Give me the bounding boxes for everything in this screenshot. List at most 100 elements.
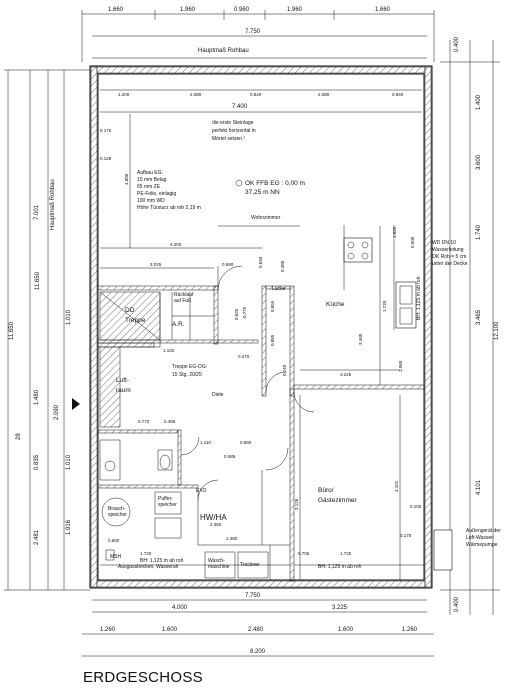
note-aufbau-3: 65 mm ZE <box>137 184 161 190</box>
note-aufbau-6: Höhe Türsturz ab roh 2,19 m <box>137 205 201 211</box>
dim-0855: 0.855 <box>270 300 275 312</box>
dim-7400: 7.400 <box>232 104 248 110</box>
buffer-tank <box>154 491 182 515</box>
dim-inner-top-5: 0.940 <box>392 92 404 97</box>
dim-inner-top-1: 1.200 <box>118 92 130 97</box>
dim-0775: 0.775 <box>242 306 247 318</box>
note-kehrpos-2: auf Fuß <box>174 298 191 304</box>
dim-1720: 1.720 <box>382 300 387 312</box>
dim-right-0400b: 0.400 <box>454 596 460 612</box>
room-treppe: Treppe <box>125 317 146 324</box>
dim-left-28: 28 <box>16 433 22 440</box>
dim-1720a: 1.720 <box>140 551 152 556</box>
dim-0740: 0.740 <box>282 364 287 376</box>
note-okffb-1: OK FFB EG : 0,00 m <box>245 180 305 187</box>
heat-pump-unit <box>433 529 453 571</box>
dim-0690: 0.690 <box>222 262 234 267</box>
dim-left-11650: 11.650 <box>35 271 41 290</box>
dim-1820: 1.820 <box>392 226 397 238</box>
dim-1110: 1.110 <box>200 440 211 445</box>
dim-left-1010b: 1.010 <box>66 454 72 470</box>
note-puffer-1: Puffer- <box>158 496 173 502</box>
hot-water-tank-icon <box>101 497 131 527</box>
note-trockner: Trockner <box>240 562 260 568</box>
dim-4101-inner: 4.101 <box>394 480 399 492</box>
dim-right-1740: 1.740 <box>476 224 482 240</box>
dim-top-total: 7.750 <box>245 29 261 35</box>
dim-0085: 0.085 <box>224 454 236 459</box>
hauptmass-top: Hauptmaß Rohbau <box>198 48 249 54</box>
dim-bottom-1260b: 1.260 <box>402 627 418 633</box>
dim-0175: 0.175 <box>400 533 412 538</box>
note-speicher-1: Brauch- <box>108 506 126 512</box>
dim-0270: 0.270 <box>238 354 250 359</box>
note-steinlage-1: die erste Steinlage <box>212 120 254 126</box>
dim-left-2481: 2.481 <box>34 529 40 545</box>
dim-top-3: 0.960 <box>234 7 250 13</box>
room-kueche: Küche <box>326 301 345 308</box>
note-puffer-2: speicher <box>158 502 177 508</box>
burner-icon <box>361 252 369 260</box>
dim-0880: 0.880 <box>240 440 252 445</box>
left-dimension-chain: 11,650 11.650 Hauptmaß Rohbau 7.001 1.01… <box>4 69 90 591</box>
dim-1720b: 1.720 <box>340 551 352 556</box>
note-wasch: Wasch- <box>208 558 225 564</box>
dim-top-1: 1.660 <box>108 7 124 13</box>
dim-left-0835: 0.835 <box>34 454 40 470</box>
outer-walls <box>89 65 433 589</box>
sink <box>395 281 417 329</box>
level-marker-icon <box>235 179 243 187</box>
note-wd-1: WD DN 10 <box>432 240 456 246</box>
dim-left-far: 11,650 <box>9 321 15 340</box>
note-msh: MSH <box>110 554 122 560</box>
room-luftraum-2: raum <box>116 387 131 394</box>
floor-title: ERDGESCHOSS <box>83 669 203 686</box>
note-aufbau-4: PE-Folie, einlagig <box>137 191 176 197</box>
room-luecke: Lücke <box>272 286 286 292</box>
dim-bottom-1600b: 1.600 <box>338 627 354 633</box>
note-aufbau-5: 100 mm WD <box>137 198 165 204</box>
washbasin-icon <box>104 460 116 472</box>
note-wd-3: OK Roh = 5 cm <box>432 254 466 260</box>
dim-0840: 0.840 <box>258 256 263 268</box>
dim-bottom-total: 8.200 <box>250 649 266 655</box>
dim-bottom-7750: 7.750 <box>245 593 261 599</box>
top-inner-dims: 1.200 2.080 0.840 2.080 0.940 7.400 <box>100 89 422 113</box>
dim-bottom-3225: 3.225 <box>332 605 348 611</box>
dim-left-1916: 1.916 <box>66 519 72 535</box>
toilet-icon <box>159 454 171 470</box>
dim-right-0400: 0.400 <box>454 36 460 52</box>
top-dimension-chain: 1.660 1.960 0.960 1.960 1.660 7.750 Haup… <box>81 7 435 62</box>
room-buero-2: Gästezimmer <box>318 497 357 504</box>
dim-2360: 2.360 <box>210 522 222 527</box>
note-speicher-2: speicher <box>108 512 127 518</box>
dim-0100: 0.100 <box>410 504 422 509</box>
bottom-dimension-chain: 7.750 4.000 3.225 1.260 1.600 2.480 1.60… <box>82 593 434 657</box>
dim-top-2: 1.960 <box>180 7 196 13</box>
hauptmass-left: Hauptmaß Rohbau <box>50 179 56 230</box>
dim-left-2090: 2.090 <box>54 404 60 420</box>
dim-right-1400: 1.400 <box>476 94 482 110</box>
dim-4200: 4.200 <box>170 242 182 247</box>
note-maschine: maschine <box>208 564 230 570</box>
stair-area <box>99 291 214 428</box>
dim-1060: 1.060 <box>398 360 403 372</box>
dim-top-5: 1.660 <box>375 7 391 13</box>
dim-left-1010: 1.010 <box>66 309 72 325</box>
dim-right-3465: 3.465 <box>476 309 482 325</box>
note-ausguss: Ausgussbecken, Wasserah <box>118 564 179 570</box>
dim-bottom-2480: 2.480 <box>248 627 264 633</box>
note-waermepumpe-1: Außengerät der <box>466 528 501 534</box>
dim-inner-top-4: 2.080 <box>318 92 330 97</box>
dim-right-3600: 3.600 <box>476 154 482 170</box>
note-wd-4: unter der Decke <box>432 261 468 267</box>
dim-bottom-1260a: 1.260 <box>100 627 116 633</box>
dim-right-total: 12.100 <box>494 321 500 340</box>
room-buero-1: Büro/ <box>318 487 334 494</box>
dim-3225-inner: 3.225 <box>340 372 352 377</box>
dim-3126: 3.126 <box>294 498 299 510</box>
dim-inner-top-2: 2.080 <box>190 92 202 97</box>
note-aufbau-1: Aufbau EG: <box>137 170 163 176</box>
room-wohnzimmer: Wohnzimmer <box>251 215 281 221</box>
dim-0175-top: 0.175 <box>100 128 112 133</box>
